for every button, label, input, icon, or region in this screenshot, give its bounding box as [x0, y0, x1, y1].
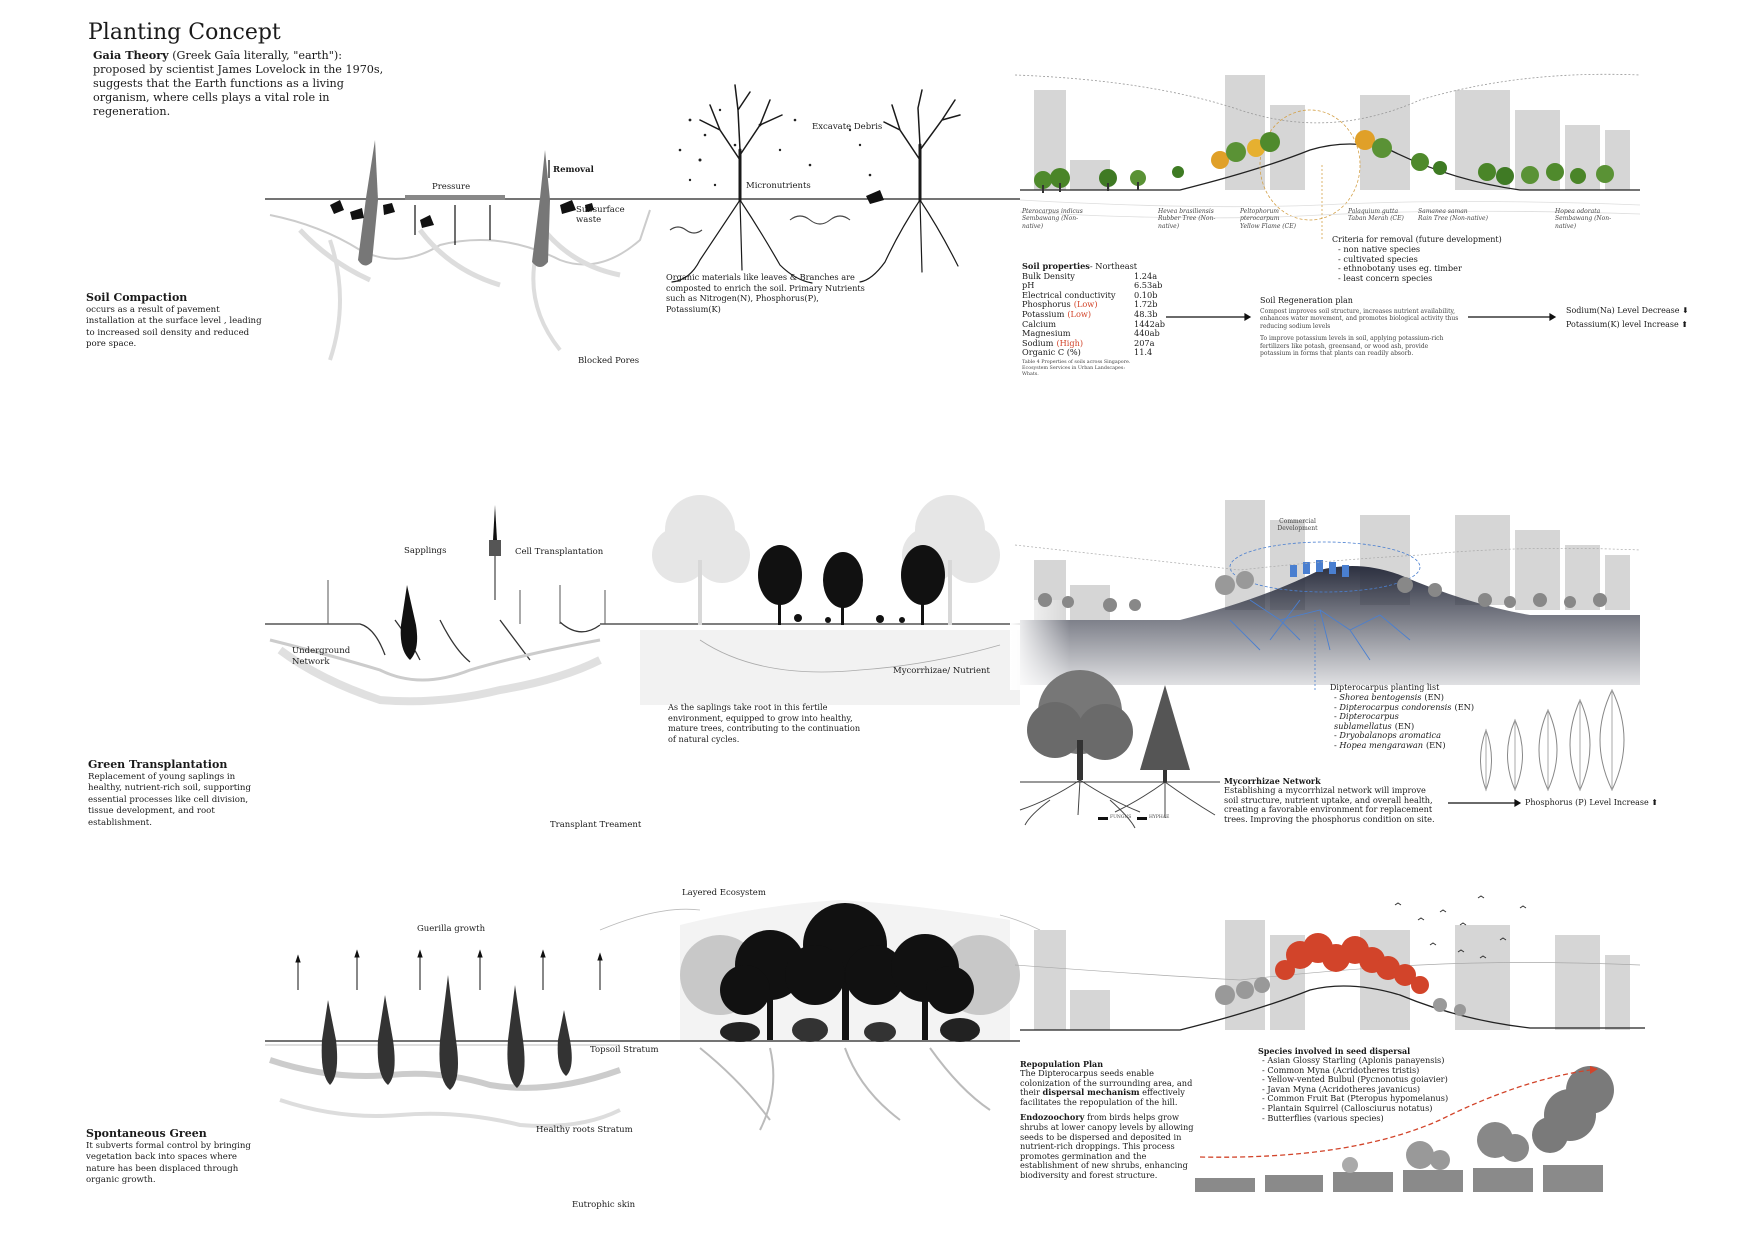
- increase-arrow-icon: ⬆: [1681, 320, 1688, 329]
- criteria-block: Criteria for removal (future development…: [1332, 235, 1532, 283]
- row1-soil-section: [265, 199, 1020, 360]
- green-transplantation-heading: Green Transplantation: [88, 758, 227, 771]
- row3-buildings: [1034, 920, 1630, 1030]
- potassium-result: Potassium(K) level Increase ⬆: [1566, 320, 1688, 330]
- topsoil-label: Topsoil Stratum: [590, 1045, 659, 1055]
- soil-row-name: Bulk Density: [1022, 272, 1134, 282]
- dead-tree-right: [860, 90, 960, 282]
- row2-dark-trees: [758, 545, 945, 625]
- saplings-text: As the saplings take root in this fertil…: [668, 702, 868, 744]
- decrease-arrow-icon: ⬇: [1682, 306, 1689, 315]
- pavement-slab: [405, 195, 505, 200]
- blocked-pores-caption: Blocked Pores: [578, 356, 639, 366]
- guerilla-label: Guerilla growth: [417, 924, 485, 934]
- soil-properties-region: - Northeast: [1090, 261, 1137, 271]
- spontaneous-green-desc: It subverts formal control by bringing v…: [86, 1141, 268, 1187]
- dipt-items: - Shorea bentogensis(EN)- Dipterocarpus …: [1330, 693, 1480, 751]
- cell-transplantation-label: Cell Transplantation: [515, 547, 603, 557]
- species-list: - Asian Glossy Starling (Aplonis panayen…: [1258, 1056, 1478, 1123]
- organic-text: Organic materials like leaves & Branches…: [666, 272, 866, 314]
- regen-p1: Compost improves soil structure, increas…: [1260, 308, 1460, 330]
- spontaneous-green-heading: Spontaneous Green: [86, 1127, 207, 1140]
- criteria-list: - non native species - cultivated specie…: [1332, 245, 1532, 283]
- tree-label-1: Pterocarpus indicusSembawang (Non-native…: [1022, 208, 1097, 230]
- guerilla-spikes: [322, 975, 572, 1090]
- mycorrhizae-label: Mycorrhizae/ Nutrient: [893, 666, 990, 676]
- soil-properties-heading: Soil properties: [1022, 261, 1090, 271]
- intro-term: Gaia Theory: [93, 48, 169, 62]
- page-title: Planting Concept: [88, 20, 281, 45]
- regen-heading: Soil Regeneration plan: [1260, 296, 1460, 306]
- healthy-roots-label: Healthy roots Stratum: [536, 1125, 633, 1135]
- conifer-tree: [1115, 685, 1215, 818]
- saplings-row2: [328, 505, 605, 660]
- species-item: - Butterflies (various species): [1262, 1114, 1478, 1124]
- soil-row: Organic C (%)11.4: [1022, 348, 1172, 358]
- transplant-caption: Transplant Treament: [550, 820, 641, 830]
- row2-ghost-trees: [652, 495, 1000, 625]
- criteria-item: - least concern species: [1338, 274, 1532, 284]
- soil-row-name: Organic C (%): [1022, 348, 1134, 358]
- intro-text: Gaia Theory (Greek Gaîa literally, "eart…: [93, 48, 398, 119]
- regen-p2: To improve potassium levels in soil, app…: [1260, 335, 1460, 357]
- legend-fungus: FUNGUS: [1110, 814, 1131, 821]
- broadleaf-tree: [1020, 670, 1140, 828]
- layered-ecosystem: [680, 900, 1020, 1130]
- green-transplantation-desc: Replacement of young saplings in healthy…: [88, 772, 270, 829]
- excavate-label: Excavate Debris: [812, 122, 882, 132]
- soil-row-value: 11.4: [1134, 348, 1152, 358]
- soil-compaction-desc: occurs as a result of pavement installat…: [86, 305, 266, 351]
- subsurface-label: Subsurface waste: [576, 205, 626, 225]
- micronutrients-label: Micronutrients: [746, 181, 811, 191]
- pressure-arrows: [415, 160, 549, 245]
- repop-block: Repopulation Plan The Dipterocarpus seed…: [1020, 1059, 1200, 1181]
- eutrophic-caption: Eutrophic skin: [572, 1200, 635, 1210]
- row1-buildings: [1034, 75, 1630, 190]
- legend-hyphae: HYPHAE: [1149, 814, 1169, 821]
- row1-trunks: [358, 140, 550, 267]
- phosphorus-result: Phosphorus (P) Level Increase ⬆: [1525, 798, 1658, 808]
- removal-label: Removal: [553, 165, 594, 175]
- soil-note: Table 4 Properties of soils across Singa…: [1022, 360, 1132, 378]
- row3-hill: [1020, 986, 1645, 1030]
- dipt-item: - Hopea mengarawan(EN): [1330, 741, 1480, 751]
- sodium-result: Sodium(Na) Level Decrease ⬇: [1566, 306, 1689, 316]
- saplings-label: Sapplings: [404, 546, 447, 556]
- increase-arrow-icon: ⬆: [1651, 798, 1658, 807]
- leaf-shapes: [1481, 690, 1625, 790]
- row2-flow-arrow: [1448, 800, 1520, 806]
- network-block: Mycorrhizae Network Establishing a mycor…: [1224, 776, 1439, 824]
- dipt-item: - Dipterocarpus sublamellatus(EN): [1330, 712, 1480, 731]
- layered-ecosystem-label: Layered Ecosystem: [682, 888, 766, 898]
- commercial-label: Commercial Development: [1275, 518, 1320, 533]
- network-text: Establishing a mycorrhizal network will …: [1224, 786, 1439, 824]
- species-block: Species involved in seed dispersal - Asi…: [1258, 1046, 1478, 1123]
- soil-row-flag: (Low): [1067, 310, 1127, 320]
- underground-network-label: Underground Network: [292, 646, 352, 668]
- dipt-list-block: Dipterocarpus planting list - Shorea ben…: [1330, 683, 1480, 751]
- micronutrient-dots: [679, 109, 872, 186]
- regen-block: Soil Regeneration plan Compost improves …: [1260, 296, 1460, 357]
- pressure-label: Pressure: [432, 182, 470, 192]
- soil-compaction-heading: Soil Compaction: [86, 291, 187, 304]
